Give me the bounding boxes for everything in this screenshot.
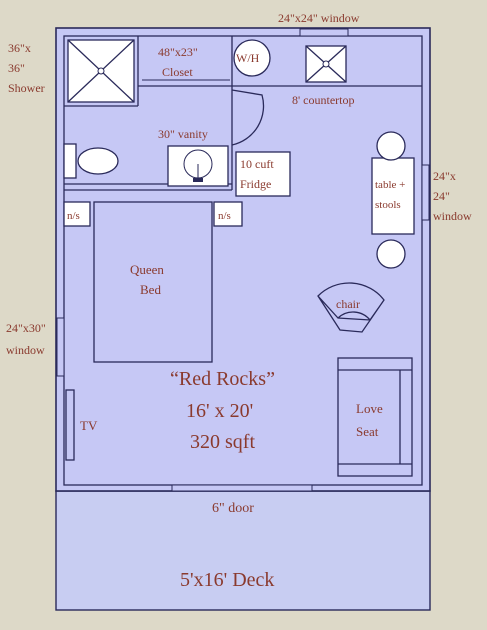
- label-deck: 5'x16' Deck: [180, 569, 274, 591]
- label-room-size: 16' x 20': [186, 400, 253, 422]
- label-room-area: 320 sqft: [190, 431, 255, 453]
- label-window-left-1: 24"x30": [6, 321, 46, 335]
- label-door: 6" door: [212, 501, 254, 516]
- nightstand-left: [63, 201, 91, 227]
- label-window-left-2: window: [6, 343, 45, 357]
- fridge: [235, 151, 291, 197]
- shower-drain: [97, 67, 105, 75]
- label-nightstand-left: n/s: [67, 210, 80, 222]
- label-love-seat-2: Seat: [356, 424, 379, 439]
- label-closet-1: 48"x23": [158, 45, 198, 59]
- label-window-right-1: 24"x: [433, 169, 456, 183]
- label-closet-2: Closet: [162, 65, 193, 79]
- label-tv: TV: [80, 418, 98, 433]
- label-shower-1: 36"x: [8, 41, 31, 55]
- label-table-2: stools: [375, 199, 401, 211]
- label-window-right-2: 24": [433, 189, 450, 203]
- label-bed-2: Bed: [140, 282, 161, 297]
- label-shower-2: 36": [8, 61, 25, 75]
- table: [371, 157, 415, 235]
- love-seat: [337, 357, 413, 477]
- label-love-seat-1: Love: [356, 401, 383, 416]
- label-vanity: 30" vanity: [158, 127, 208, 141]
- window-top: [299, 28, 349, 37]
- label-nightstand-right: n/s: [218, 210, 231, 222]
- window-left: [56, 317, 65, 377]
- toilet-tank: [63, 143, 77, 179]
- stool-top: [376, 131, 406, 161]
- armchair: [317, 282, 385, 333]
- window-right: [421, 164, 430, 221]
- stool-bottom: [376, 239, 406, 269]
- label-room-name: “Red Rocks”: [170, 368, 275, 390]
- water-heater: [233, 39, 271, 77]
- label-shower-3: Shower: [8, 81, 45, 95]
- label-countertop: 8' countertop: [292, 93, 354, 107]
- deck: [55, 490, 431, 611]
- bathroom-door-swing: [231, 89, 265, 146]
- nightstand-right: [213, 201, 243, 227]
- label-window-right-3: window: [433, 209, 472, 223]
- toilet-bowl: [77, 147, 119, 175]
- label-water-heater: W/H: [236, 51, 260, 65]
- label-bed-1: Queen: [130, 262, 164, 277]
- front-door: [171, 484, 313, 492]
- tv: [65, 389, 75, 461]
- label-fridge-2: Fridge: [240, 177, 271, 191]
- label-chair: chair: [336, 297, 360, 311]
- label-fridge-1: 10 cuft: [240, 157, 274, 171]
- label-window-top: 24"x24" window: [278, 11, 360, 25]
- label-table-1: table +: [375, 179, 405, 191]
- queen-bed: [93, 201, 213, 363]
